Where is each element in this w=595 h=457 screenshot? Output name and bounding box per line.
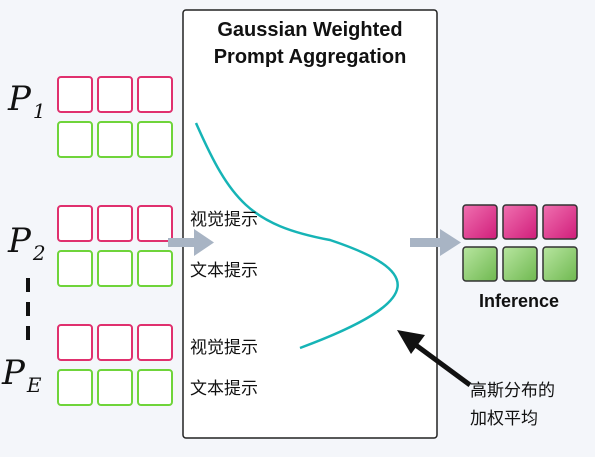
weighted-average-line1: 高斯分布的 — [470, 381, 555, 401]
box-title-line1: Gaussian Weighted — [217, 19, 402, 41]
text-prompt-label-1: 文本提示 — [190, 261, 258, 281]
weighted-average-arrow — [397, 330, 472, 388]
inference-label: Inference — [479, 291, 559, 311]
box-title-line2: Prompt Aggregation — [214, 46, 407, 68]
gaussian-curve — [194, 122, 399, 350]
text-prompt-label-2: 文本提示 — [190, 379, 258, 399]
prompt-group-pe — [57, 324, 173, 406]
visual-prompt-label-2: 视觉提示 — [190, 338, 258, 358]
visual-prompt-label-1: 视觉提示 — [190, 210, 258, 230]
output-arrow — [410, 229, 461, 256]
input-arrow — [168, 229, 214, 256]
prompt-group-p1 — [57, 76, 173, 158]
prompt-group-p2 — [57, 205, 173, 287]
inference-tokens — [462, 204, 578, 282]
aggregation-box — [182, 9, 438, 439]
weighted-average-line2: 加权平均 — [470, 409, 538, 429]
